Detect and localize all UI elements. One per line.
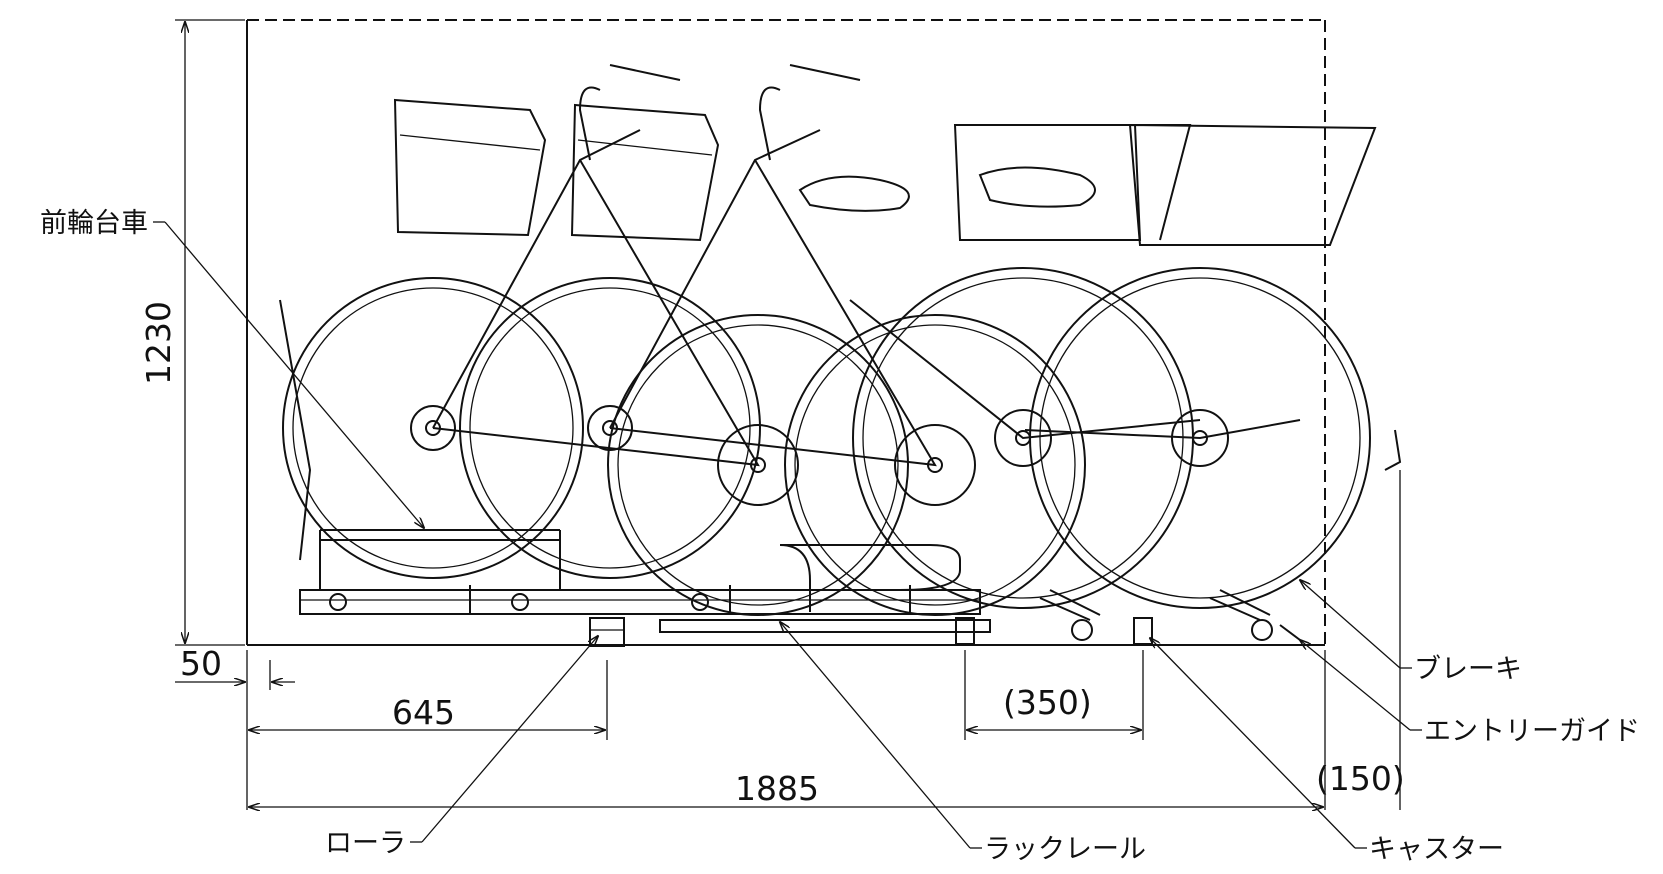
bicycle-1 [279, 64, 909, 616]
label-front-wheel-cart: 前輪台車 [40, 208, 148, 239]
envelope-outline [246, 19, 1326, 646]
dim-overhang: (150) [1316, 759, 1405, 798]
label-roller: ローラ [325, 828, 406, 859]
dim-offset: 50 [180, 644, 222, 683]
caster-right [1133, 617, 1153, 645]
bicycle-3 [849, 124, 1201, 609]
label-entry-guide: エントリーガイド [1424, 716, 1640, 747]
dim-height: 1230 [139, 301, 178, 385]
label-caster: キャスター [1369, 834, 1504, 865]
leader-lines [153, 221, 1422, 849]
dim-total-length: 1885 [735, 769, 819, 808]
bicycle-4 [1024, 123, 1402, 609]
dim-roller-position: 645 [392, 693, 455, 732]
dimension-lines [175, 19, 1401, 810]
roller [589, 617, 625, 647]
bicycle-2 [459, 64, 1086, 616]
label-brake: ブレーキ [1414, 654, 1522, 685]
label-rack-rail: ラックレール [984, 834, 1146, 865]
caster-left [955, 617, 975, 645]
dim-caster-span: (350) [1003, 683, 1092, 722]
rack-base [299, 529, 991, 633]
